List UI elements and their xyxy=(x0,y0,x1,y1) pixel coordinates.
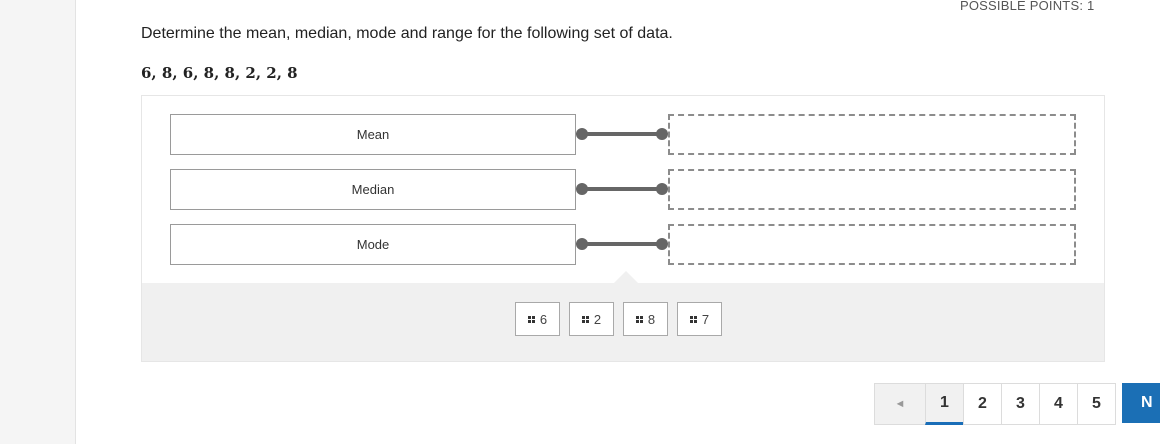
connector xyxy=(576,128,668,140)
answer-chips: 6 2 8 7 xyxy=(515,302,722,336)
connector-dot xyxy=(656,238,668,250)
drag-handle-icon xyxy=(689,315,697,323)
page-1-button[interactable]: 1 xyxy=(925,383,964,425)
chip-label: 7 xyxy=(701,311,710,327)
data-set: 6, 8, 6, 8, 8, 2, 2, 8 xyxy=(141,64,298,82)
drop-zone-mean[interactable] xyxy=(668,114,1076,155)
connector-dot xyxy=(576,238,588,250)
possible-points: POSSIBLE POINTS: 1 xyxy=(960,0,1095,13)
matching-pairs: Mean Median Mode xyxy=(142,96,1104,283)
answer-chip-8[interactable]: 8 xyxy=(623,302,668,336)
page-5-button[interactable]: 5 xyxy=(1077,383,1116,425)
drag-handle-icon xyxy=(527,315,535,323)
answer-chip-2[interactable]: 2 xyxy=(569,302,614,336)
connector xyxy=(576,183,668,195)
term-mode: Mode xyxy=(170,224,576,265)
pair-mode: Mode xyxy=(170,224,1076,265)
chip-label: 6 xyxy=(539,311,548,327)
connector-dot xyxy=(576,183,588,195)
tray-notch xyxy=(614,271,638,283)
pair-mean: Mean xyxy=(170,114,1076,155)
term-median: Median xyxy=(170,169,576,210)
connector-line xyxy=(582,132,662,136)
question-area: POSSIBLE POINTS: 1 Determine the mean, m… xyxy=(76,0,1160,444)
connector xyxy=(576,238,668,250)
answer-chip-7[interactable]: 7 xyxy=(677,302,722,336)
connector-line xyxy=(582,242,662,246)
connector-dot xyxy=(656,183,668,195)
left-gutter xyxy=(0,0,76,444)
page-4-button[interactable]: 4 xyxy=(1039,383,1078,425)
drag-handle-icon xyxy=(581,315,589,323)
page-2-button[interactable]: 2 xyxy=(963,383,1002,425)
question-prompt: Determine the mean, median, mode and ran… xyxy=(141,25,673,42)
chip-label: 2 xyxy=(593,311,602,327)
connector-dot xyxy=(656,128,668,140)
page-3-button[interactable]: 3 xyxy=(1001,383,1040,425)
drop-zone-median[interactable] xyxy=(668,169,1076,210)
chip-label: 8 xyxy=(647,311,656,327)
next-button[interactable]: N xyxy=(1122,383,1160,423)
pagination: ◄ 1 2 3 4 5 N xyxy=(874,383,1160,425)
answer-chip-6[interactable]: 6 xyxy=(515,302,560,336)
answer-tray: 6 2 8 7 xyxy=(142,271,1104,361)
term-mean: Mean xyxy=(170,114,576,155)
connector-dot xyxy=(576,128,588,140)
pair-median: Median xyxy=(170,169,1076,210)
connector-line xyxy=(582,187,662,191)
drag-handle-icon xyxy=(635,315,643,323)
prev-page-button[interactable]: ◄ xyxy=(874,383,926,425)
matching-panel: Mean Median Mode xyxy=(141,95,1105,362)
drop-zone-mode[interactable] xyxy=(668,224,1076,265)
